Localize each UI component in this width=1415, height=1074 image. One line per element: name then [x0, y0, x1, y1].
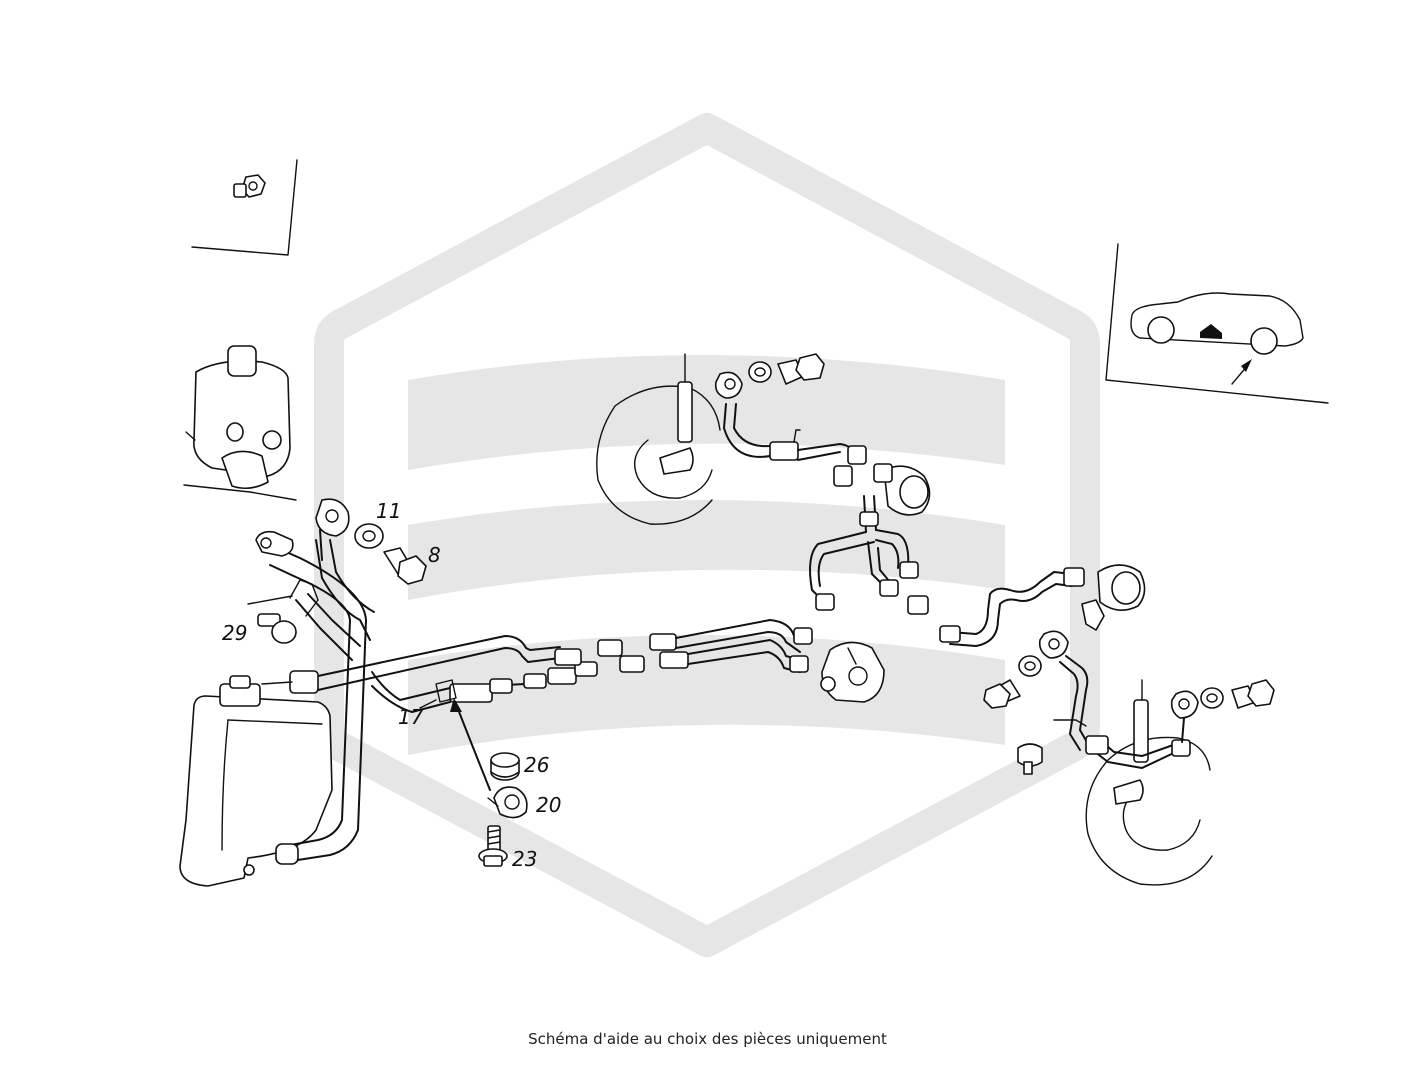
brake-disc-rear [1085, 679, 1213, 886]
bracket-29 [247, 579, 319, 644]
bolt-23 [478, 825, 508, 867]
brake-pipe-front [675, 619, 813, 673]
rear-regulator [1081, 564, 1146, 631]
pipe-clip-17 [419, 679, 491, 791]
banjo-bolt-top [777, 353, 825, 385]
copper-washer-11 [354, 523, 384, 549]
pipe-top-right [797, 443, 867, 487]
pipe-clamp-20 [487, 786, 528, 819]
pipe-union-chain [489, 633, 689, 694]
brake-disc-front [596, 353, 721, 525]
callout-17: 17 [398, 705, 424, 729]
banjo-fitting-rear [983, 630, 1089, 775]
master-cylinder [183, 345, 297, 501]
callout-11: 11 [376, 499, 401, 523]
distribution-pipes [809, 495, 929, 615]
banjo-bolt-8 [383, 547, 427, 585]
watermark-s-top [408, 355, 1005, 470]
bleed-screw-icon [233, 174, 266, 198]
hose-clip [255, 530, 294, 557]
car-silhouette-icon [1130, 292, 1304, 355]
watermark-hexagon [314, 113, 1100, 957]
return-hose [269, 544, 367, 865]
brake-valve [873, 463, 931, 516]
brake-pipe-upper [261, 635, 561, 694]
rubber-grommet-26 [490, 752, 520, 781]
watermark-s-bot [408, 635, 1005, 755]
brake-caliper-front [820, 641, 885, 703]
inset-box-topright [1105, 243, 1329, 404]
watermark-logo [314, 113, 1100, 957]
callout-20: 20 [536, 793, 561, 817]
callout-23: 23 [512, 847, 537, 871]
banjo-fitting-left [315, 498, 350, 561]
banjo-fitting-top [714, 371, 801, 461]
arrow-rear-wheel-icon [1231, 359, 1252, 385]
washer-top [748, 361, 772, 383]
callout-26: 26 [524, 753, 549, 777]
callout-8: 8 [428, 543, 441, 567]
diagram-caption: Schéma d'aide au choix des pièces unique… [528, 1030, 887, 1048]
banjo-fitting-rear-right [1170, 679, 1275, 743]
inset-box-topleft [191, 159, 298, 256]
watermark-s-mid [408, 500, 1005, 600]
fluid-reservoir [179, 675, 333, 887]
callout-29: 29 [222, 621, 247, 645]
brake-pipe-rear [939, 567, 1085, 647]
